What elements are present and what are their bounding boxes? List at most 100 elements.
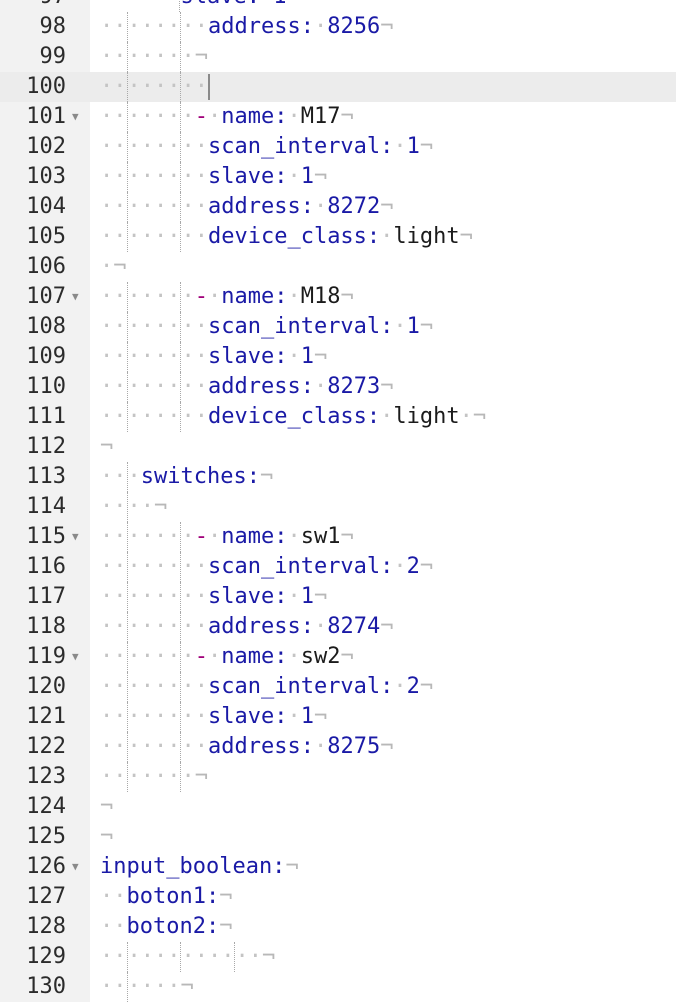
code-line[interactable]: 112¬ xyxy=(0,432,676,462)
code-line[interactable]: 110········address:·8273¬ xyxy=(0,372,676,402)
line-number: 127 xyxy=(26,884,66,909)
fold-arrow-icon[interactable]: ▼ xyxy=(72,860,79,873)
indent-guide xyxy=(179,0,181,12)
code-line[interactable]: 116········scan_interval:·2¬ xyxy=(0,552,676,582)
code-line[interactable]: 105········device_class:·light¬ xyxy=(0,222,676,252)
code-line[interactable]: 122········address:·8275¬ xyxy=(0,732,676,762)
code-line[interactable]: 113···switches:¬ xyxy=(0,462,676,492)
line-number: 103 xyxy=(26,164,66,189)
line-content: ········address:·8273¬ xyxy=(100,372,393,402)
line-content: ········slave:·1¬ xyxy=(100,702,327,732)
newline-marker: ¬ xyxy=(259,464,274,489)
yaml-key: name: xyxy=(221,524,288,549)
code-line[interactable]: 127··boton1:¬ xyxy=(0,882,676,912)
line-content: ······slave:·1¬ xyxy=(100,0,300,12)
yaml-key: address: xyxy=(207,734,314,759)
whitespace-marker: ·· xyxy=(127,494,155,519)
code-line[interactable]: 106·¬ xyxy=(0,252,676,282)
whitespace-marker: ·· xyxy=(181,374,208,399)
whitespace-marker: ·· xyxy=(181,74,208,99)
code-line[interactable]: 117········slave:·1¬ xyxy=(0,582,676,612)
whitespace-marker: ···· xyxy=(127,344,181,369)
whitespace-marker: · xyxy=(287,164,301,189)
code-line[interactable]: 102········scan_interval:·1¬ xyxy=(0,132,676,162)
whitespace-marker: · xyxy=(287,704,301,729)
fold-arrow-icon[interactable]: ▼ xyxy=(72,290,79,303)
fold-arrow-icon[interactable]: ▼ xyxy=(72,110,79,123)
code-line[interactable]: 126▼input_boolean:¬ xyxy=(0,852,676,882)
indent-guide xyxy=(126,282,128,312)
line-number-gutter xyxy=(0,0,90,1002)
fold-arrow-icon[interactable]: ▼ xyxy=(72,530,79,543)
whitespace-marker: · xyxy=(181,44,195,69)
code-line[interactable]: 98········address:·8256¬ xyxy=(0,12,676,42)
yaml-key: slave: xyxy=(207,704,288,729)
yaml-key: address: xyxy=(207,194,314,219)
code-line[interactable]: 97······slave:·1¬ xyxy=(0,0,676,12)
line-number: 121 xyxy=(26,704,66,729)
whitespace-marker: ···· xyxy=(127,374,181,399)
whitespace-marker: · xyxy=(181,104,195,129)
code-line[interactable]: 103········slave:·1¬ xyxy=(0,162,676,192)
line-content: ········scan_interval:·1¬ xyxy=(100,312,433,342)
newline-marker: ¬ xyxy=(472,404,487,429)
whitespace-marker: · xyxy=(287,344,301,369)
whitespace-marker: ···· xyxy=(127,734,181,759)
code-line[interactable]: 118········address:·8274¬ xyxy=(0,612,676,642)
whitespace-marker: ···· xyxy=(127,704,181,729)
code-line[interactable]: 120········scan_interval:·2¬ xyxy=(0,672,676,702)
yaml-key: device_class: xyxy=(207,224,381,249)
code-line[interactable]: 121········slave:·1¬ xyxy=(0,702,676,732)
whitespace-marker: ·· xyxy=(181,554,208,579)
whitespace-marker: ·· xyxy=(100,74,127,99)
yaml-key: boton1: xyxy=(126,884,220,909)
indent-guide xyxy=(180,612,182,642)
line-content: ···switches:¬ xyxy=(100,462,273,492)
whitespace-marker: ·· xyxy=(100,944,127,969)
code-line[interactable]: 114····¬ xyxy=(0,492,676,522)
line-number: 104 xyxy=(26,194,66,219)
whitespace-marker: ·· xyxy=(100,734,127,759)
code-line[interactable]: 111········device_class:·light·¬ xyxy=(0,402,676,432)
indent-guide xyxy=(180,402,182,432)
whitespace-marker: ·· xyxy=(100,704,127,729)
code-line[interactable]: 109········slave:·1¬ xyxy=(0,342,676,372)
whitespace-marker: · xyxy=(393,134,407,159)
yaml-key: input_boolean: xyxy=(100,854,286,879)
whitespace-marker: ·· xyxy=(181,164,208,189)
code-line[interactable]: 124¬ xyxy=(0,792,676,822)
line-content: ············¬ xyxy=(100,942,275,972)
code-line[interactable]: 128··boton2:¬ xyxy=(0,912,676,942)
code-line[interactable]: 108········scan_interval:·1¬ xyxy=(0,312,676,342)
code-line[interactable]: 99·······¬ xyxy=(0,42,676,72)
newline-marker: ¬ xyxy=(219,914,233,939)
whitespace-marker: · xyxy=(181,644,195,669)
code-line[interactable]: 104········address:·8272¬ xyxy=(0,192,676,222)
whitespace-marker: · xyxy=(287,584,301,609)
fold-arrow-icon[interactable]: ▼ xyxy=(72,650,79,663)
code-line[interactable]: 115▼·······-·name:·sw1¬ xyxy=(0,522,676,552)
code-line[interactable]: 100········ xyxy=(0,72,676,102)
code-line[interactable]: 130······¬ xyxy=(0,972,676,1002)
indent-guide xyxy=(180,342,182,372)
indent-guide xyxy=(126,72,128,102)
code-line[interactable]: 101▼·······-·name:·M17¬ xyxy=(0,102,676,132)
yaml-number: 8274 xyxy=(327,614,381,639)
code-line[interactable]: 125¬ xyxy=(0,822,676,852)
whitespace-marker: ·· xyxy=(181,614,208,639)
newline-marker: ¬ xyxy=(180,974,194,999)
whitespace-marker: ·· xyxy=(100,554,127,579)
code-line[interactable]: 123·······¬ xyxy=(0,762,676,792)
yaml-key: address: xyxy=(207,14,314,39)
code-line[interactable]: 129············¬ xyxy=(0,942,676,972)
indent-guide xyxy=(180,162,182,192)
indent-guide xyxy=(126,312,128,342)
code-line[interactable]: 107▼·······-·name:·M18¬ xyxy=(0,282,676,312)
newline-marker: ¬ xyxy=(419,314,434,339)
code-line[interactable]: 119▼·······-·name:·sw2¬ xyxy=(0,642,676,672)
whitespace-marker: ·· xyxy=(181,14,208,39)
indent-guide xyxy=(126,702,128,732)
line-number: 119 xyxy=(26,644,66,669)
